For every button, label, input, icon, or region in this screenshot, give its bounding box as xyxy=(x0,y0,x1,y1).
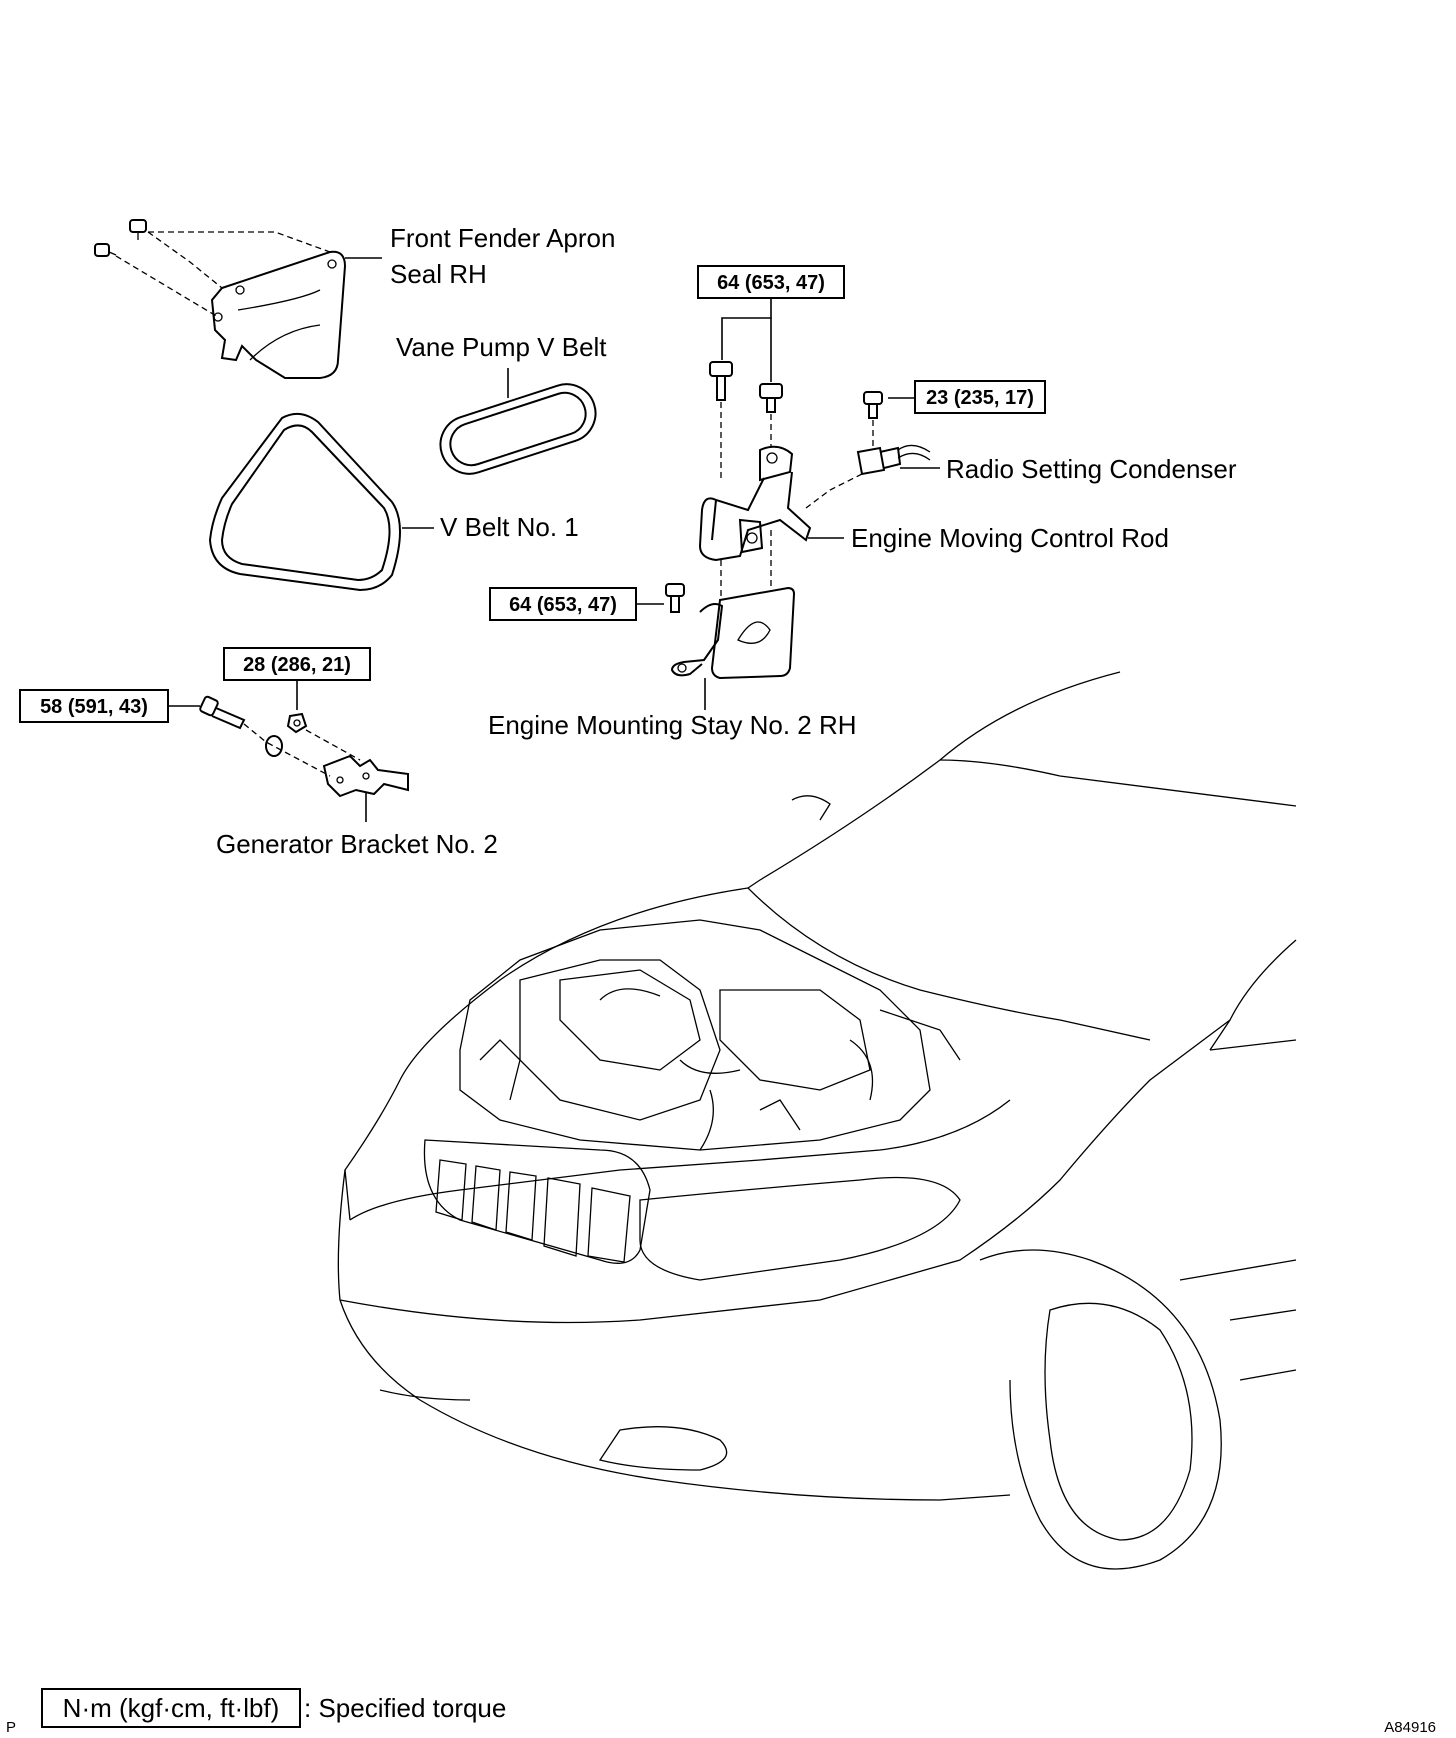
vane-pump-v-belt xyxy=(439,383,597,475)
figure-id: A84916 xyxy=(1384,1719,1436,1736)
front-fender-apron-seal-label-line2: Seal RH xyxy=(390,259,487,289)
radio-setting-condenser xyxy=(856,444,931,476)
legend-unit-label: N·m (kgf·cm, ft·lbf) xyxy=(63,1693,280,1723)
generator-bracket-bolt xyxy=(199,695,246,730)
legend-description: : Specified torque xyxy=(304,1693,506,1723)
vehicle-outline xyxy=(337,671,1297,1570)
front-fender-apron-seal-label-line1: Front Fender Apron xyxy=(390,223,615,253)
mounting-stay-torque-label: 64 (653, 47) xyxy=(509,594,617,616)
apron-seal-clips xyxy=(94,219,331,318)
v-belt-no1-label: V Belt No. 1 xyxy=(440,512,579,542)
vane-pump-v-belt-label: Vane Pump V Belt xyxy=(396,332,607,362)
corner-mark: P xyxy=(6,1719,16,1736)
engine-mounting-stay-label: Engine Mounting Stay No. 2 RH xyxy=(488,710,857,740)
control-rod-bolt-left xyxy=(709,361,733,401)
generator-bracket-label: Generator Bracket No. 2 xyxy=(216,829,498,859)
control-rod-torque-label: 64 (653, 47) xyxy=(717,272,825,294)
generator-bolt-torque-box xyxy=(19,689,169,723)
generator-bolt-torque-label: 58 (591, 43) xyxy=(40,696,148,718)
generator-bracket-nut xyxy=(286,712,308,734)
mounting-stay-torque-box xyxy=(489,587,637,621)
engine-mounting-stay xyxy=(670,586,796,680)
condenser-torque-label: 23 (235, 17) xyxy=(926,387,1034,409)
front-fender-apron-seal xyxy=(210,250,347,379)
control-rod-bolt-right xyxy=(759,383,783,413)
generator-nut-torque-label: 28 (286, 21) xyxy=(243,654,351,676)
condenser-bolt xyxy=(863,391,883,419)
generator-bracket xyxy=(322,754,409,798)
radio-setting-condenser-label: Radio Setting Condenser xyxy=(946,454,1237,484)
legend-unit-box xyxy=(41,1688,301,1728)
generator-bracket-spacer xyxy=(265,735,283,757)
engine-moving-control-rod xyxy=(698,445,812,562)
mounting-stay-bolt xyxy=(665,583,685,613)
v-belt-no1 xyxy=(208,412,401,592)
condenser-torque-box xyxy=(914,380,1046,414)
engine-moving-control-rod-label: Engine Moving Control Rod xyxy=(851,523,1169,553)
